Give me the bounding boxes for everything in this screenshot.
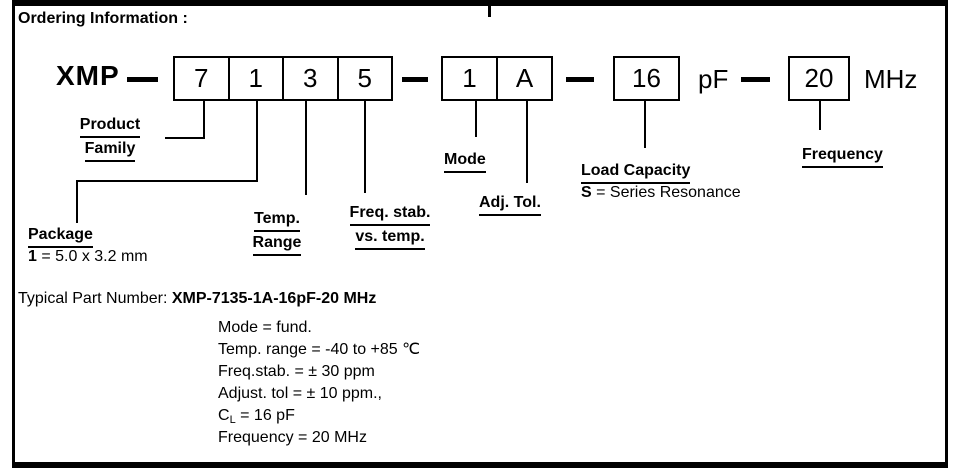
label-product-family: Product Family xyxy=(68,114,152,162)
frequency-box: 20 xyxy=(788,56,850,101)
connector-product-family-horizontal xyxy=(165,137,205,139)
load-capacity-note: S = Series Resonance xyxy=(581,184,741,202)
separator-dash xyxy=(402,77,428,82)
typical-part-number-value: XMP-7135-1A-16pF-20 MHz xyxy=(171,290,377,307)
digit-box-adj-tol: A xyxy=(496,58,551,99)
digit-box-package: 7 xyxy=(194,63,209,93)
detail-freq-stab: Freq.stab. = ± 30 ppm xyxy=(218,363,375,380)
connector-freq-stab xyxy=(364,101,366,193)
package-note: 1 = 5.0 x 3.2 mm xyxy=(28,248,148,266)
connector-package-horizontal xyxy=(76,180,258,182)
label-load-capacity: Load Capacity xyxy=(581,160,691,184)
unit-pf: pF xyxy=(698,64,729,94)
digit-box-package-code: 1 xyxy=(227,58,283,99)
detail-temp-range: Temp. range = -40 to +85 ℃ xyxy=(218,341,421,358)
label-mode: Mode xyxy=(444,149,486,173)
connector-temp-range xyxy=(305,101,307,195)
connector-package-vertical-lower xyxy=(76,182,78,223)
frame-bottom-border xyxy=(12,462,948,468)
label-product-family-line1: Product xyxy=(79,114,141,138)
digit-box-load-capacity: 16 xyxy=(632,63,661,93)
digit-group-boxes: 7 1 3 5 xyxy=(173,56,393,101)
separator-dash xyxy=(566,77,594,82)
digit-box-temp-range: 3 xyxy=(282,58,337,99)
connector-package-vertical-upper xyxy=(256,101,258,182)
label-temp-range-line2: Range xyxy=(252,232,302,256)
label-frequency: Frequency xyxy=(802,144,883,168)
detail-adjust-tol: Adjust. tol = ± 10 ppm., xyxy=(218,385,382,402)
cl-value: = 16 pF xyxy=(235,407,295,424)
connector-frequency xyxy=(819,101,821,130)
label-package: Package xyxy=(28,224,93,248)
frame-left-border xyxy=(12,0,15,468)
load-capacity-note-text: = Series Resonance xyxy=(591,184,741,201)
digit-box-mode: 1 xyxy=(462,63,477,93)
label-product-family-line2: Family xyxy=(84,138,136,162)
package-note-text: = 5.0 x 3.2 mm xyxy=(36,248,148,265)
connector-mode xyxy=(475,101,477,137)
detail-frequency: Frequency = 20 MHz xyxy=(218,429,367,446)
connector-load-capacity xyxy=(644,101,646,148)
load-capacity-box: 16 xyxy=(613,56,680,101)
separator-dash xyxy=(741,77,770,82)
unit-mhz: MHz xyxy=(864,64,918,94)
label-temp-range-line1: Temp. xyxy=(254,208,300,232)
connector-product-family-vertical xyxy=(203,101,205,139)
detail-mode: Mode = fund. xyxy=(218,319,312,336)
label-adj-tol: Adj. Tol. xyxy=(479,192,541,216)
frame-top-tick xyxy=(488,6,491,17)
detail-load-capacitance: CL = 16 pF xyxy=(218,405,420,427)
frame-right-border xyxy=(945,0,948,468)
typical-part-number-prefix: Typical Part Number: xyxy=(18,290,172,307)
label-freq-stab: Freq. stab. vs. temp. xyxy=(338,202,442,250)
separator-dash xyxy=(127,77,158,82)
connector-adj-tol xyxy=(526,101,528,183)
label-freq-stab-line1: Freq. stab. xyxy=(349,202,431,226)
load-capacity-note-key: S xyxy=(581,184,592,201)
digit-box-frequency: 20 xyxy=(804,63,834,93)
mode-tol-boxes: 1 A xyxy=(441,56,553,101)
package-note-key: 1 xyxy=(28,248,37,265)
label-freq-stab-line2: vs. temp. xyxy=(355,226,425,250)
part-prefix: XMP xyxy=(56,60,120,91)
frame-top-border xyxy=(12,0,948,6)
typical-part-number-details: Mode = fund. Temp. range = -40 to +85 ℃ … xyxy=(218,317,420,449)
label-temp-range: Temp. Range xyxy=(246,208,308,256)
typical-part-number-line: Typical Part Number: XMP-7135-1A-16pF-20… xyxy=(18,290,376,308)
cl-subscript: L xyxy=(229,414,236,426)
section-title: Ordering Information : xyxy=(18,10,188,27)
digit-box-freq-stab: 5 xyxy=(336,58,392,99)
cl-symbol: C xyxy=(218,407,230,424)
